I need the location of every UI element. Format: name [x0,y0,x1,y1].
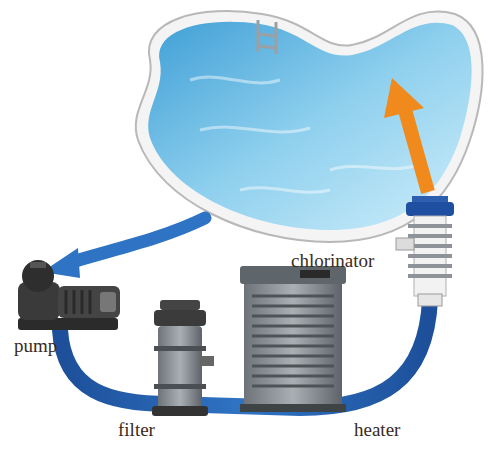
part-label: pump [14,336,57,357]
return-arrow [405,110,428,192]
filter-illustration [152,300,214,416]
part-label: filter [118,420,155,441]
heater-illustration [240,266,346,412]
part-label: heater [354,420,400,441]
part-label: chlorinator [291,251,374,272]
pump-illustration [18,260,120,330]
chlorinator-illustration [396,196,454,306]
pool [136,11,483,242]
arrow-head [384,78,424,118]
flow-arrow [72,218,205,262]
